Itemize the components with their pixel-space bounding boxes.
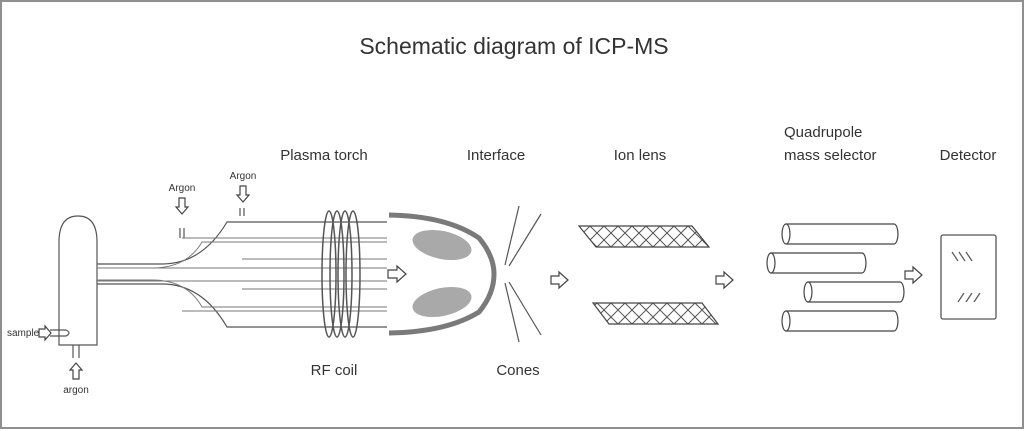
- label-quadrupole-2: mass selector: [784, 147, 877, 164]
- label-ion-lens: Ion lens: [614, 147, 667, 164]
- label-argon-inlet: argon: [63, 385, 89, 396]
- label-rf-coil: RF coil: [311, 362, 358, 379]
- ion-lens: [577, 225, 720, 325]
- label-sample: sample: [7, 328, 40, 339]
- sample-arrow: [38, 324, 52, 342]
- label-quadrupole-1: Quadrupole: [784, 124, 862, 141]
- interface-cones: [504, 205, 542, 343]
- argon-arrow-2: [235, 185, 251, 203]
- spray-chamber: [58, 215, 98, 346]
- label-argon-2: Argon: [230, 171, 257, 182]
- quadrupole-rods: [766, 223, 905, 332]
- plasma-region-bottom: [412, 286, 472, 318]
- argon-inlet-arrow: [68, 362, 84, 380]
- sample-tube: [50, 329, 70, 337]
- label-plasma-torch: Plasma torch: [280, 147, 368, 164]
- label-interface: Interface: [467, 147, 525, 164]
- flow-arrow-2: [550, 270, 569, 290]
- flow-arrow-1: [387, 264, 407, 284]
- label-cones: Cones: [496, 362, 539, 379]
- label-detector: Detector: [940, 147, 997, 164]
- argon-arrow-1: [174, 197, 190, 215]
- plasma-region-top: [412, 229, 472, 261]
- diagram-title: Schematic diagram of ICP-MS: [359, 33, 668, 59]
- flow-arrow-4: [904, 265, 923, 285]
- rf-coil: [321, 210, 361, 338]
- flow-arrow-3: [715, 270, 734, 290]
- label-argon-1: Argon: [169, 183, 196, 194]
- sampler-cone: [388, 212, 497, 336]
- detector: [940, 234, 997, 320]
